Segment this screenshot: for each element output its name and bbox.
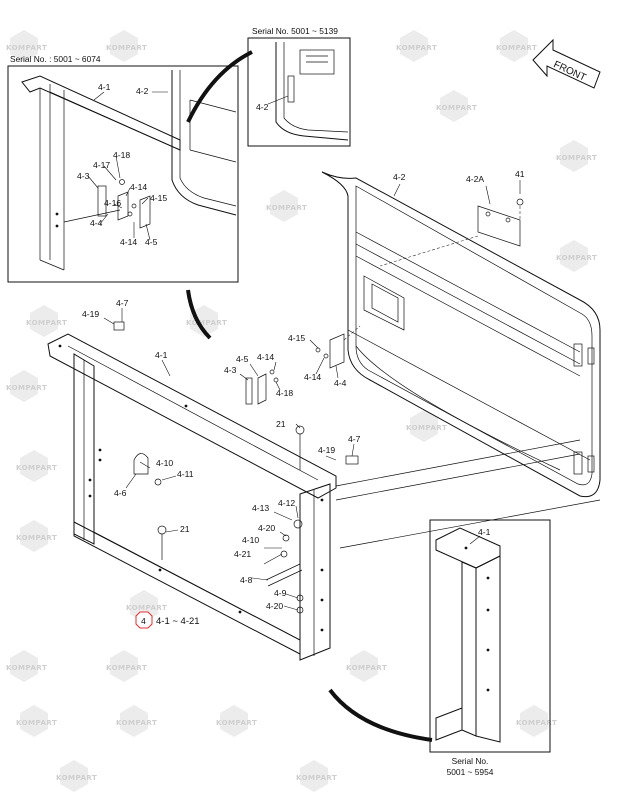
watermark-text: KOMPART [6, 384, 47, 392]
inset-frame-top-middle [247, 37, 351, 147]
label-4-2: 4-2 [136, 86, 149, 96]
callout-arrow [186, 50, 253, 123]
group-range: 4-1 ~ 4-21 [156, 616, 200, 627]
label-4-21: 4-21 [234, 549, 251, 559]
callout-arrow [186, 289, 212, 340]
label-4-11: 4-11 [177, 469, 194, 479]
callout-arrow [328, 688, 433, 742]
watermark-text: KOMPART [6, 44, 47, 52]
group-number: 4 [141, 616, 146, 626]
watermark-text: KOMPART [126, 604, 167, 612]
inset-frame-top-left [7, 65, 239, 283]
group-marker: 4 4-1 ~ 4-21 [135, 611, 200, 629]
label-4-3: 4-3 [77, 171, 90, 181]
label-4-9: 4-9 [274, 588, 287, 598]
watermark-text: KOMPART [216, 719, 257, 727]
watermark-text: KOMPART [116, 719, 157, 727]
label-4-3: 4-3 [224, 365, 237, 375]
door-panel: 4-2 4-2A 41 4-15 4-14 4-4 [288, 169, 601, 498]
label-4-18: 4-18 [113, 150, 130, 160]
label-4-14: 4-14 [130, 182, 147, 192]
label-4-12: 4-12 [278, 498, 295, 508]
watermark-text: KOMPART [6, 664, 47, 672]
watermark-layer: KOMPART KOMPART KOMPART KOMPART KOMPART … [6, 30, 597, 792]
inset-serial-top-middle: Serial No. 5001 ~ 5139 [252, 26, 338, 36]
label-4-17: 4-17 [93, 160, 110, 170]
label-4-14: 4-14 [257, 352, 274, 362]
label-4-20: 4-20 [266, 601, 283, 611]
label-4-2-inset: 4-2 [256, 102, 269, 112]
label-4-6: 4-6 [114, 488, 127, 498]
label-4-19: 4-19 [82, 309, 99, 319]
inset-bottom-right: 4-1 Serial No. 5001 ~ 5954 [429, 519, 551, 777]
label-4-10: 4-10 [156, 458, 173, 468]
watermark-text: KOMPART [496, 44, 537, 52]
label-4-13: 4-13 [252, 503, 269, 513]
main-frame: 4-7 4-19 4-1 4-5 4-14 4-3 4-18 21 4-19 4… [47, 298, 601, 661]
watermark-text: KOMPART [556, 254, 597, 262]
label-4-1: 4-1 [478, 527, 491, 537]
label-4-2: 4-2 [393, 172, 406, 182]
label-4-1: 4-1 [155, 350, 168, 360]
inset-serial-top-left: Serial No. : 5001 ~ 6074 [10, 54, 101, 64]
front-arrow: FRONT [532, 38, 601, 89]
label-4-18: 4-18 [276, 388, 293, 398]
watermark-text: KOMPART [186, 319, 227, 327]
watermark-text: KOMPART [16, 534, 57, 542]
watermark-text: KOMPART [16, 719, 57, 727]
watermark-text: KOMPART [556, 154, 597, 162]
watermark-text: KOMPART [106, 44, 147, 52]
inset-top-left: Serial No. : 5001 ~ 6074 4-1 4-2 4-18 4-… [7, 54, 239, 283]
label-4-2A: 4-2A [466, 174, 484, 184]
watermark-text: KOMPART [106, 664, 147, 672]
inset-serial-bottom-right-line2: 5001 ~ 5954 [447, 767, 494, 777]
watermark-text: KOMPART [26, 319, 67, 327]
label-4-8: 4-8 [240, 575, 253, 585]
inset-frame-bottom-right [429, 519, 551, 753]
label-21: 21 [276, 419, 286, 429]
inset-serial-bottom-right-line1: Serial No. [452, 756, 489, 766]
label-4-19: 4-19 [318, 445, 335, 455]
label-4-5: 4-5 [145, 237, 158, 247]
label-41: 41 [515, 169, 525, 179]
label-4-4: 4-4 [90, 218, 103, 228]
watermark-text: KOMPART [346, 664, 387, 672]
watermark-text: KOMPART [516, 719, 557, 727]
label-4-15: 4-15 [150, 193, 167, 203]
label-4-16: 4-16 [104, 198, 121, 208]
watermark-text: KOMPART [16, 464, 57, 472]
label-4-15: 4-15 [288, 333, 305, 343]
label-4-7: 4-7 [116, 298, 129, 308]
label-4-4: 4-4 [334, 378, 347, 388]
label-4-1: 4-1 [98, 82, 111, 92]
label-4-5: 4-5 [236, 354, 249, 364]
label-21: 21 [180, 524, 190, 534]
label-4-14: 4-14 [304, 372, 321, 382]
watermark-text: KOMPART [296, 774, 337, 782]
label-4-10: 4-10 [242, 535, 259, 545]
inset-top-middle: Serial No. 5001 ~ 5139 4-2 [247, 26, 351, 147]
watermark-text: KOMPART [56, 774, 97, 782]
watermark-text: KOMPART [396, 44, 437, 52]
watermark-text: KOMPART [406, 424, 447, 432]
watermark-text: KOMPART [266, 204, 307, 212]
front-arrow-label: FRONT [552, 59, 588, 84]
label-4-7: 4-7 [348, 434, 361, 444]
label-4-20: 4-20 [258, 523, 275, 533]
label-4-14: 4-14 [120, 237, 137, 247]
watermark-text: KOMPART [436, 104, 477, 112]
